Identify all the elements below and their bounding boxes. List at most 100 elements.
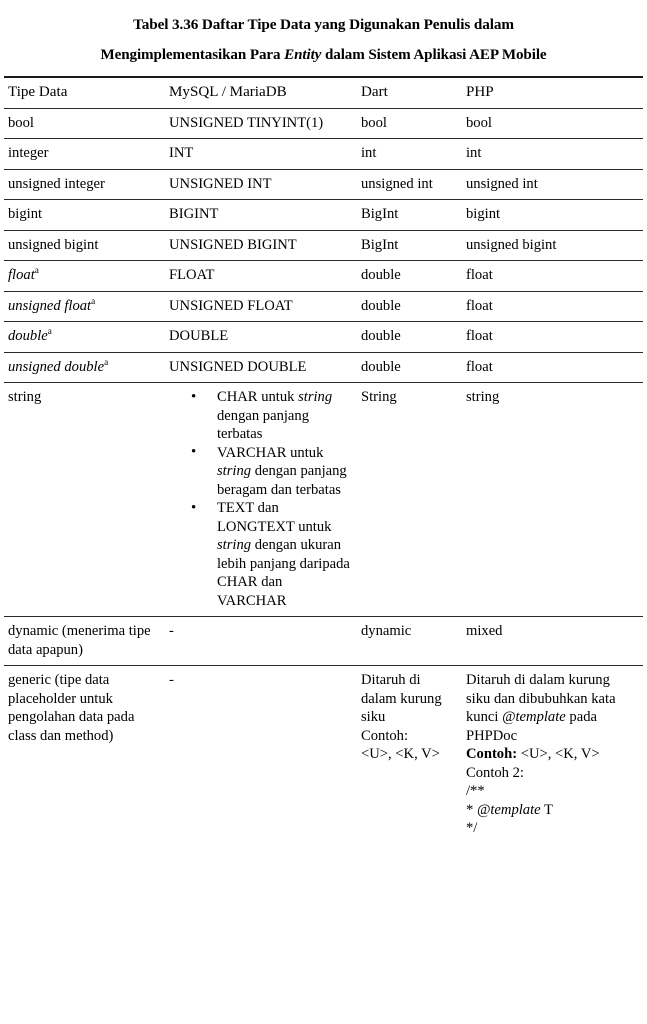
cell-dart: String xyxy=(361,389,397,405)
cell-tipe-data: integer xyxy=(8,145,49,161)
bullet-text-pre: VARCHAR untuk xyxy=(217,444,324,461)
cell-php: float xyxy=(466,297,493,314)
php-contoh-label: Contoh: xyxy=(466,746,518,762)
table-row: integer INT int int xyxy=(4,139,643,169)
caption-line-2-part-a: Mengimplementasikan Para xyxy=(100,47,285,63)
cell-mysql: - xyxy=(169,623,174,639)
type-name: unsigned double xyxy=(8,358,105,375)
caption-line-1: Tabel 3.36 Daftar Tipe Data yang Digunak… xyxy=(133,16,514,33)
cell-tipe-data: dynamic (menerima tipe data apapun) xyxy=(8,623,151,658)
bullet-text-emphasis: string xyxy=(217,463,252,479)
table-row: generic (tipe data placeholder untuk pen… xyxy=(4,666,643,844)
table-row: string CHAR untuk string dengan panjang … xyxy=(4,383,643,617)
type-name: double xyxy=(8,328,48,344)
caption-emphasis-entity: Entity xyxy=(284,47,322,63)
table-row: unsigned floata UNSIGNED FLOAT double fl… xyxy=(4,291,643,322)
cell-tipe-data: bool xyxy=(8,114,34,131)
php-desc-part-1: Ditaruh di dalam kurung siku dan dibubuh… xyxy=(466,672,616,725)
cell-dart: bool xyxy=(361,114,387,131)
mysql-string-bullet-list: CHAR untuk string dengan panjang terbata… xyxy=(169,388,351,610)
cell-php: Ditaruh di dalam kurung siku dan dibubuh… xyxy=(462,666,643,844)
type-name: unsigned float xyxy=(8,297,92,314)
bullet-text-emphasis: string xyxy=(217,537,252,553)
php-code-line-2: * @template T xyxy=(466,801,637,820)
php-code-line-2-post: T xyxy=(540,801,553,818)
php-code-line-3: */ xyxy=(466,820,478,836)
cell-php: string xyxy=(466,389,500,405)
cell-php: float xyxy=(466,358,493,375)
cell-mysql: UNSIGNED INT xyxy=(169,175,272,192)
column-header-php: PHP xyxy=(466,84,494,100)
table-row: doublea DOUBLE double float xyxy=(4,322,643,353)
php-code-line-1: /** xyxy=(466,783,485,799)
bullet-text-pre: CHAR untuk xyxy=(217,389,299,405)
table-head: Tipe Data MySQL / MariaDB Dart PHP xyxy=(4,77,643,108)
cell-dart: double xyxy=(361,328,401,344)
cell-php: float xyxy=(466,328,493,344)
dart-generic-contoh-value: <U>, <K, V> xyxy=(361,746,440,762)
cell-php: unsigned bigint xyxy=(466,236,557,253)
table-row: bigint BIGINT BigInt bigint xyxy=(4,200,643,230)
cell-dart: BigInt xyxy=(361,236,399,253)
cell-tipe-data: floata xyxy=(4,261,165,292)
cell-mysql: INT xyxy=(169,145,194,161)
cell-tipe-data: doublea xyxy=(4,322,165,353)
dart-generic-contoh-label: Contoh: xyxy=(361,727,409,744)
caption-line-2: Mengimplementasikan Para Entity dalam Si… xyxy=(4,40,643,70)
cell-mysql: UNSIGNED TINYINT(1) xyxy=(169,114,324,131)
cell-mysql: UNSIGNED DOUBLE xyxy=(169,358,307,375)
php-desc-part-3: pada PHPDoc xyxy=(466,709,597,744)
cell-mysql: CHAR untuk string dengan panjang terbata… xyxy=(165,383,357,617)
cell-dart: BigInt xyxy=(361,206,399,222)
php-code-template-keyword: @template xyxy=(476,801,541,818)
bullet-text-post: dengan panjang terbatas xyxy=(217,407,309,443)
table-row: unsigned doublea UNSIGNED DOUBLE double … xyxy=(4,352,643,383)
cell-dart: Ditaruh di dalam kurung siku Contoh: <U>… xyxy=(357,666,462,844)
footnote-marker: a xyxy=(91,295,96,306)
bullet-text-emphasis: string xyxy=(298,389,333,405)
cell-tipe-data: bigint xyxy=(8,206,43,222)
php-code-line-2-pre: * xyxy=(466,801,477,818)
php-desc-template-keyword: @template xyxy=(502,709,566,725)
cell-php: bigint xyxy=(466,206,501,222)
column-header-tipe-data: Tipe Data xyxy=(8,84,68,100)
cell-mysql: BIGINT xyxy=(169,206,219,222)
table-body: bool UNSIGNED TINYINT(1) bool bool integ… xyxy=(4,108,643,844)
list-item: VARCHAR untuk string dengan panjang bera… xyxy=(191,443,351,500)
cell-php: bool xyxy=(466,114,492,131)
cell-php: unsigned int xyxy=(466,175,538,192)
table-caption: Tabel 3.36 Daftar Tipe Data yang Digunak… xyxy=(4,0,643,70)
bullet-text-pre: TEXT dan LONGTEXT untuk xyxy=(217,500,332,535)
table-row: floata FLOAT double float xyxy=(4,261,643,292)
cell-php: mixed xyxy=(466,623,503,639)
type-name: float xyxy=(8,267,35,283)
php-generic-description: Ditaruh di dalam kurung siku dan dibubuh… xyxy=(466,671,637,745)
php-contoh-value: <U>, <K, V> xyxy=(517,746,600,762)
php-contoh2-label: Contoh 2: xyxy=(466,764,524,781)
table-row: unsigned integer UNSIGNED INT unsigned i… xyxy=(4,169,643,200)
cell-mysql: UNSIGNED BIGINT xyxy=(169,236,297,253)
cell-tipe-data: unsigned doublea xyxy=(4,352,165,383)
cell-tipe-data: unsigned bigint xyxy=(8,236,99,253)
table-header-row: Tipe Data MySQL / MariaDB Dart PHP xyxy=(4,77,643,108)
caption-line-2-part-b: dalam Sistem Aplikasi AEP Mobile xyxy=(321,47,547,63)
table-row: dynamic (menerima tipe data apapun) - dy… xyxy=(4,617,643,666)
bullet-text-post: dengan ukuran lebih panjang daripada CHA… xyxy=(217,537,350,609)
column-header-mysql-mariadb: MySQL / MariaDB xyxy=(169,84,287,100)
column-header-dart: Dart xyxy=(361,84,388,100)
php-contoh-line: Contoh: <U>, <K, V> xyxy=(466,745,637,764)
footnote-marker: a xyxy=(47,326,52,337)
table-row: bool UNSIGNED TINYINT(1) bool bool xyxy=(4,108,643,139)
dart-generic-line: Ditaruh di dalam kurung siku xyxy=(361,672,442,725)
cell-dart: int xyxy=(361,145,377,161)
cell-mysql: UNSIGNED FLOAT xyxy=(169,297,293,314)
data-types-table: Tipe Data MySQL / MariaDB Dart PHP bool … xyxy=(4,76,643,844)
cell-tipe-data: generic (tipe data placeholder untuk pen… xyxy=(8,672,135,744)
list-item: CHAR untuk string dengan panjang terbata… xyxy=(191,388,351,444)
bullet-text-post: dengan panjang beragam dan terbatas xyxy=(217,463,347,498)
cell-dart: unsigned int xyxy=(361,175,433,192)
footnote-marker: a xyxy=(34,265,39,276)
footnote-marker: a xyxy=(104,356,109,367)
cell-tipe-data: string xyxy=(8,389,42,405)
